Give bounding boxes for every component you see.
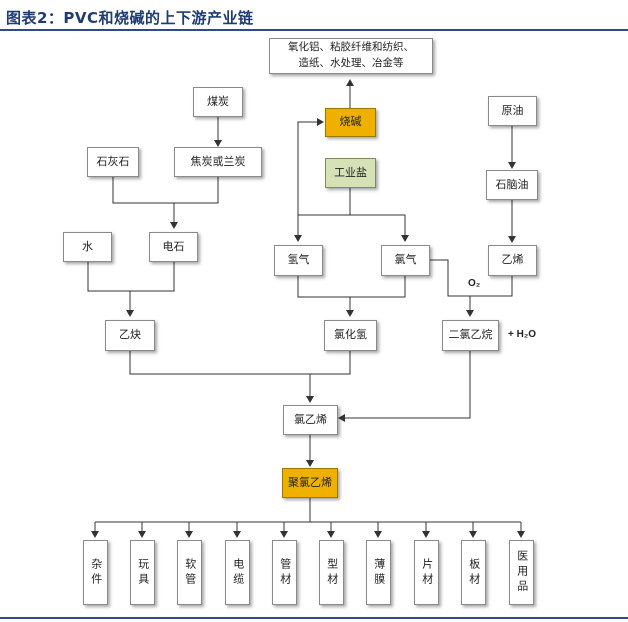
product-node: 软管 bbox=[177, 540, 202, 605]
product-node: 薄膜 bbox=[366, 540, 391, 605]
product-node: 板材 bbox=[461, 540, 486, 605]
bottom-rule bbox=[0, 617, 628, 619]
product-node: 医用品 bbox=[509, 540, 534, 605]
edge-acetylene-merge bbox=[129, 351, 310, 375]
node-calcium-carbide: 电石 bbox=[149, 232, 198, 262]
edge-coke-merge bbox=[174, 177, 219, 204]
node-pvc: 聚氯乙烯 bbox=[282, 468, 338, 498]
edge-salt-chlorine bbox=[350, 214, 409, 242]
node-coal: 煤炭 bbox=[193, 87, 243, 117]
edge-hcl-merge bbox=[310, 351, 351, 375]
node-vinyl-chloride: 氯乙烯 bbox=[283, 405, 338, 435]
node-crude-oil: 原油 bbox=[488, 96, 537, 126]
edge-limestone-merge bbox=[112, 177, 174, 204]
node-chlorine: 氯气 bbox=[381, 245, 430, 276]
node-limestone: 石灰石 bbox=[87, 147, 139, 177]
edge-chlorine-dce bbox=[428, 259, 470, 297]
product-node: 型材 bbox=[319, 540, 344, 605]
product-node: 电缆 bbox=[225, 540, 250, 605]
edge-chlorine-merge bbox=[350, 276, 406, 298]
page-title: 图表2：PVC和烧碱的上下游产业链 bbox=[6, 9, 254, 27]
node-acetylene: 乙炔 bbox=[105, 320, 155, 351]
edge-dce-vcm bbox=[338, 351, 471, 422]
node-water: 水 bbox=[63, 232, 112, 262]
label-o2: O₂ bbox=[468, 278, 481, 289]
node-industrial-salt: 工业盐 bbox=[325, 158, 376, 188]
edge-salt-hydrogen bbox=[294, 214, 350, 242]
edge-hydrogen-merge bbox=[297, 276, 350, 298]
edge-carbide-merge bbox=[130, 262, 175, 292]
edge-ethylene-dce bbox=[470, 276, 513, 297]
node-caustic-soda: 烧碱 bbox=[325, 108, 376, 137]
node-dichloroethane: 二氯乙烷 bbox=[442, 320, 499, 351]
node-hydrogen: 氢气 bbox=[274, 245, 323, 276]
product-node: 玩具 bbox=[130, 540, 155, 605]
node-naphtha: 石脑油 bbox=[486, 170, 538, 200]
node-hydrogen-chloride: 氯化氢 bbox=[324, 320, 377, 351]
node-downstream-caustic: 氧化铝、粘胶纤维和纺织、造纸、水处理、冶金等 bbox=[269, 38, 433, 74]
node-ethylene: 乙烯 bbox=[488, 245, 537, 276]
edge-water-merge bbox=[87, 262, 130, 292]
product-node: 杂件 bbox=[83, 540, 108, 605]
product-node: 管材 bbox=[272, 540, 297, 605]
label-h2o: + H₂O bbox=[508, 329, 537, 340]
node-coke: 焦炭或兰炭 bbox=[174, 147, 262, 177]
product-node: 片材 bbox=[414, 540, 439, 605]
edge-salt-caustic bbox=[297, 118, 350, 216]
title-rule bbox=[0, 29, 628, 31]
